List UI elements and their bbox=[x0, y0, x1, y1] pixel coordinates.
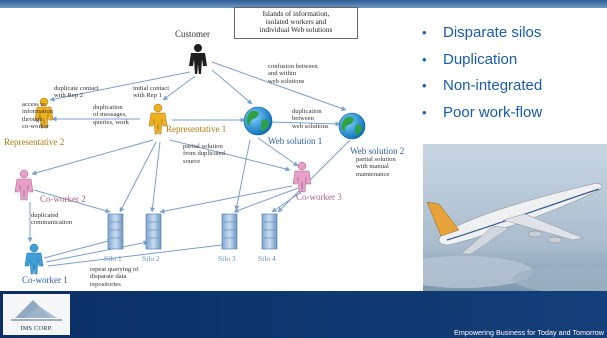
connector-rep1-cw2 bbox=[31, 139, 154, 176]
silo-1-server-icon bbox=[107, 213, 124, 250]
connector-cw3-silo2 bbox=[159, 185, 293, 214]
logo-icon bbox=[3, 294, 70, 335]
representative-2-person-icon bbox=[34, 97, 54, 129]
annotation-initial-contact: initial contact with Rep 1 bbox=[133, 85, 170, 100]
annotation-duplication-of-messages: duplication of messages, queries, work bbox=[93, 104, 129, 126]
coworker-1-label: Co-worker 1 bbox=[22, 275, 68, 285]
connector-rep1-silo1 bbox=[119, 141, 157, 213]
airplane-image bbox=[423, 144, 607, 291]
annotation-access-to-information: access to information through co-worker bbox=[22, 101, 54, 131]
customer-person-icon bbox=[189, 44, 207, 74]
airplane-photo bbox=[423, 144, 607, 291]
coworker-3-person-icon bbox=[292, 161, 312, 193]
connector-web1-silo3 bbox=[234, 139, 251, 211]
top-accent-bar bbox=[0, 0, 607, 8]
silo-4-label: Silo 4 bbox=[258, 254, 276, 263]
connector-web2-silo4 bbox=[277, 139, 351, 213]
islands-line: isolated workers and bbox=[265, 17, 327, 27]
islands-line: individual Web solutions bbox=[259, 25, 333, 35]
footer-tagline: Empowering Business for Today and Tomorr… bbox=[454, 328, 604, 337]
bullet-dot-icon: • bbox=[422, 104, 427, 120]
connector-cw1-silo2 bbox=[45, 240, 149, 263]
connector-cw3-silo3 bbox=[233, 187, 299, 213]
representative-2-label: Representative 2 bbox=[4, 137, 65, 147]
silo-2-label: Silo 2 bbox=[142, 254, 160, 263]
connector-rep1-cw3 bbox=[169, 139, 291, 172]
islands-of-information-box: Islands of information, isolated workers… bbox=[234, 7, 358, 39]
silo-2-server-icon bbox=[145, 213, 162, 250]
web-solution-1-label: Web solution 1 bbox=[268, 136, 323, 146]
coworker-2-person-icon bbox=[14, 169, 34, 201]
connector-rep1-silo2 bbox=[150, 141, 161, 213]
silo-4-server-icon bbox=[261, 213, 278, 250]
bullet-item: •Non-integrated bbox=[420, 73, 542, 100]
connector-web1-cw3 bbox=[257, 137, 299, 167]
connector-customer-rep1 bbox=[162, 75, 196, 101]
islands-line: Islands of information, bbox=[262, 9, 330, 18]
connector-cw1-silo3 bbox=[47, 242, 231, 267]
bullet-dot-icon: • bbox=[422, 78, 427, 93]
footer-banner bbox=[0, 291, 607, 338]
bullet-item: •Disparate silos bbox=[420, 20, 542, 47]
connector-customer-web1 bbox=[211, 69, 253, 105]
bullet-item: •Poor work-flow bbox=[420, 100, 542, 127]
web-solution-2-globe-icon bbox=[338, 112, 366, 140]
silo-1-label: Silo 1 bbox=[104, 254, 122, 263]
connector-lines bbox=[27, 61, 351, 267]
customer-label: Customer bbox=[175, 29, 210, 39]
coworker-3-label: Co-worker 3 bbox=[296, 192, 342, 202]
logo-text: IMS CORP. bbox=[20, 325, 53, 332]
bullet-dot-icon: • bbox=[422, 25, 427, 40]
representative-1-label: Representative 1 bbox=[166, 124, 227, 134]
silo-3-server-icon bbox=[221, 213, 238, 250]
annotation-repeat-querying: repeat querying of disparate data reposi… bbox=[90, 266, 139, 288]
representative-1-person-icon bbox=[148, 103, 168, 135]
annotation-duplication-between-web: duplication between web solutions bbox=[292, 108, 329, 130]
connector-customer-web2 bbox=[211, 61, 347, 111]
diagram-canvas bbox=[14, 44, 366, 275]
annotation-partial-solution-manual: partial solution with manual maintenance bbox=[356, 156, 396, 178]
annotation-confusion: confusion between and within web solutio… bbox=[268, 63, 318, 85]
ims-corp-logo: IMS CORP. bbox=[3, 294, 70, 335]
annotation-duplicate-contact: duplicate contact with Rep 2 bbox=[54, 85, 99, 100]
web-solution-2-label: Web solution 2 bbox=[350, 146, 405, 156]
web-solution-1-globe-icon bbox=[243, 106, 273, 136]
bullet-dot-icon: • bbox=[422, 51, 427, 67]
silo-3-label: Silo 3 bbox=[218, 254, 236, 263]
connector-cw3-silo4 bbox=[271, 189, 305, 213]
connector-cw2-silo1 bbox=[33, 189, 111, 214]
bullet-item: •Duplication bbox=[420, 47, 542, 74]
connector-web1-web2 bbox=[269, 121, 341, 127]
bullet-list: •Disparate silos •Duplication •Non-integ… bbox=[420, 20, 542, 126]
coworker-1-person-icon bbox=[24, 243, 44, 275]
annotation-duplicated-communication: duplicated communication bbox=[31, 212, 73, 227]
connector-customer-rep2 bbox=[49, 71, 191, 102]
coworker-2-label: Co-worker 2 bbox=[40, 194, 86, 204]
connector-cw1-silo1 bbox=[43, 238, 113, 259]
annotation-partial-solution-duplicated: partial solution from duplicated source bbox=[183, 143, 225, 165]
